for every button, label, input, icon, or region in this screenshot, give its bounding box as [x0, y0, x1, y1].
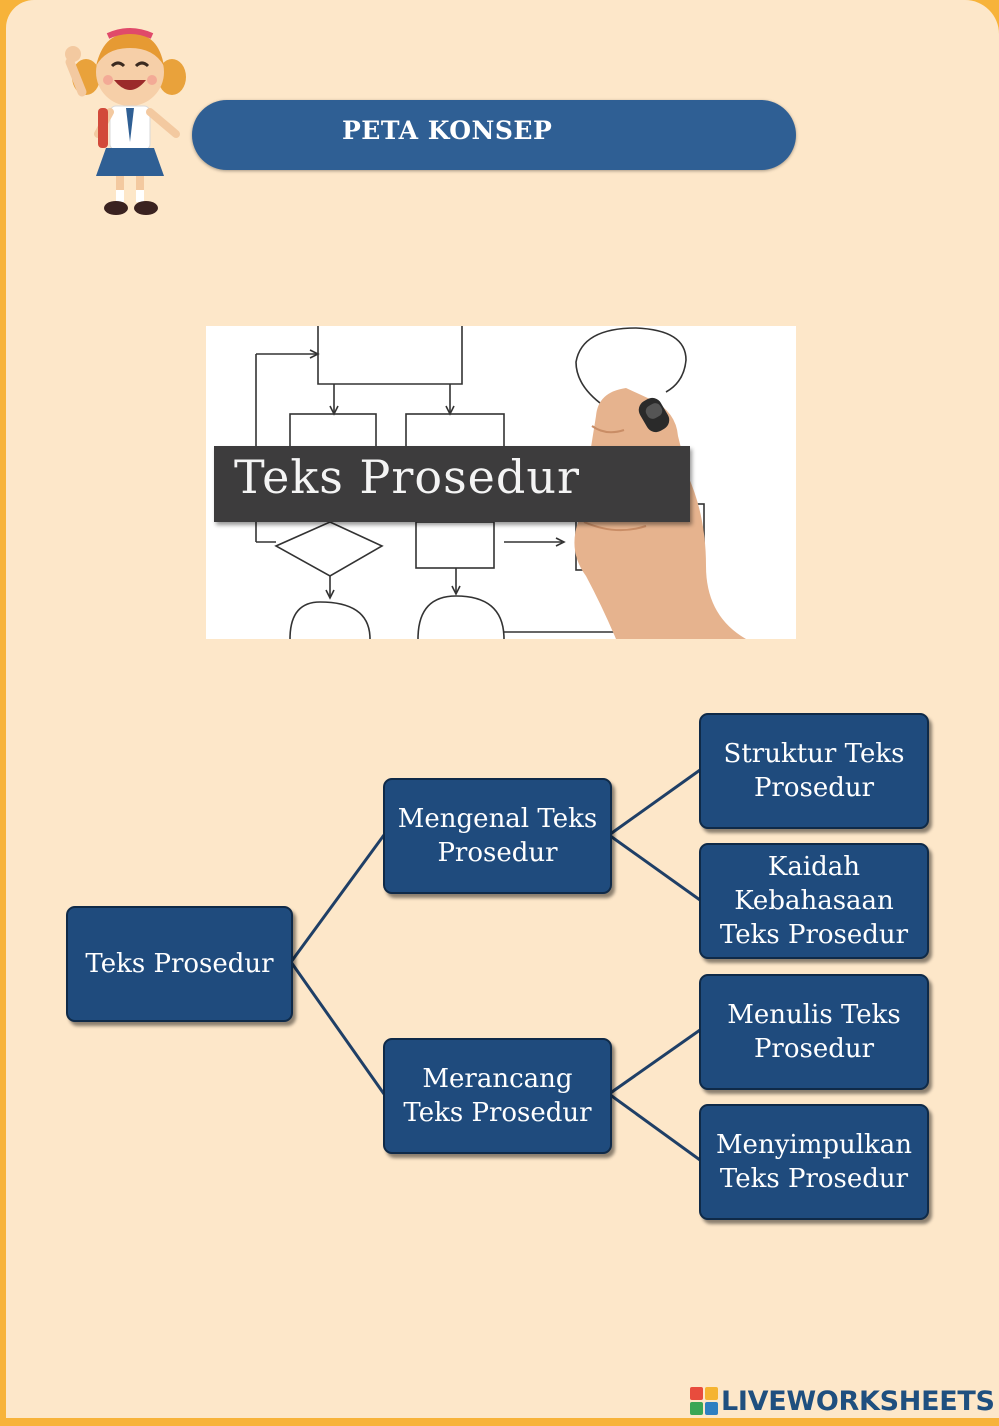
banner-text: Teks Prosedur: [234, 450, 580, 504]
flowchart-illustration: Teks Prosedur: [206, 326, 796, 639]
concept-node-child-2-2: Menyimpulkan Teks Prosedur: [699, 1104, 929, 1220]
connector-root-branch-2: [291, 962, 384, 1094]
concept-node-child-2-1: Menulis Teks Prosedur: [699, 974, 929, 1090]
concept-node-branch-1-label: Mengenal Teks Prosedur: [385, 802, 610, 870]
liveworksheets-watermark: LIVEWORKSHEETS: [690, 1384, 995, 1418]
concept-node-child-1-2-label: Kaidah Kebahasaan Teks Prosedur: [701, 850, 927, 952]
concept-node-child-1-1: Struktur Teks Prosedur: [699, 713, 929, 829]
connector-branch-2-child-1: [609, 1030, 700, 1094]
page-title: PETA KONSEP: [342, 116, 552, 145]
connector-branch-1-child-1: [609, 770, 700, 835]
connector-branch-1-child-2: [609, 835, 700, 900]
concept-node-child-1-1-label: Struktur Teks Prosedur: [701, 737, 927, 805]
concept-node-child-2-1-label: Menulis Teks Prosedur: [701, 998, 927, 1066]
connector-root-branch-1: [291, 835, 384, 962]
watermark-text: LIVEWORKSHEETS: [721, 1386, 995, 1417]
title-banner: Teks Prosedur: [214, 446, 690, 522]
concept-node-child-2-2-label: Menyimpulkan Teks Prosedur: [701, 1128, 927, 1196]
liveworksheets-logo-icon: [690, 1387, 718, 1415]
concept-node-root-label: Teks Prosedur: [79, 947, 279, 981]
connector-branch-2-child-2: [609, 1094, 700, 1160]
concept-node-branch-1: Mengenal Teks Prosedur: [383, 778, 612, 894]
concept-node-root: Teks Prosedur: [66, 906, 293, 1022]
student-girl-mascot-icon: [64, 22, 194, 222]
concept-node-branch-2-label: Merancang Teks Prosedur: [385, 1062, 610, 1130]
concept-node-branch-2: Merancang Teks Prosedur: [383, 1038, 612, 1154]
concept-node-child-1-2: Kaidah Kebahasaan Teks Prosedur: [699, 843, 929, 959]
